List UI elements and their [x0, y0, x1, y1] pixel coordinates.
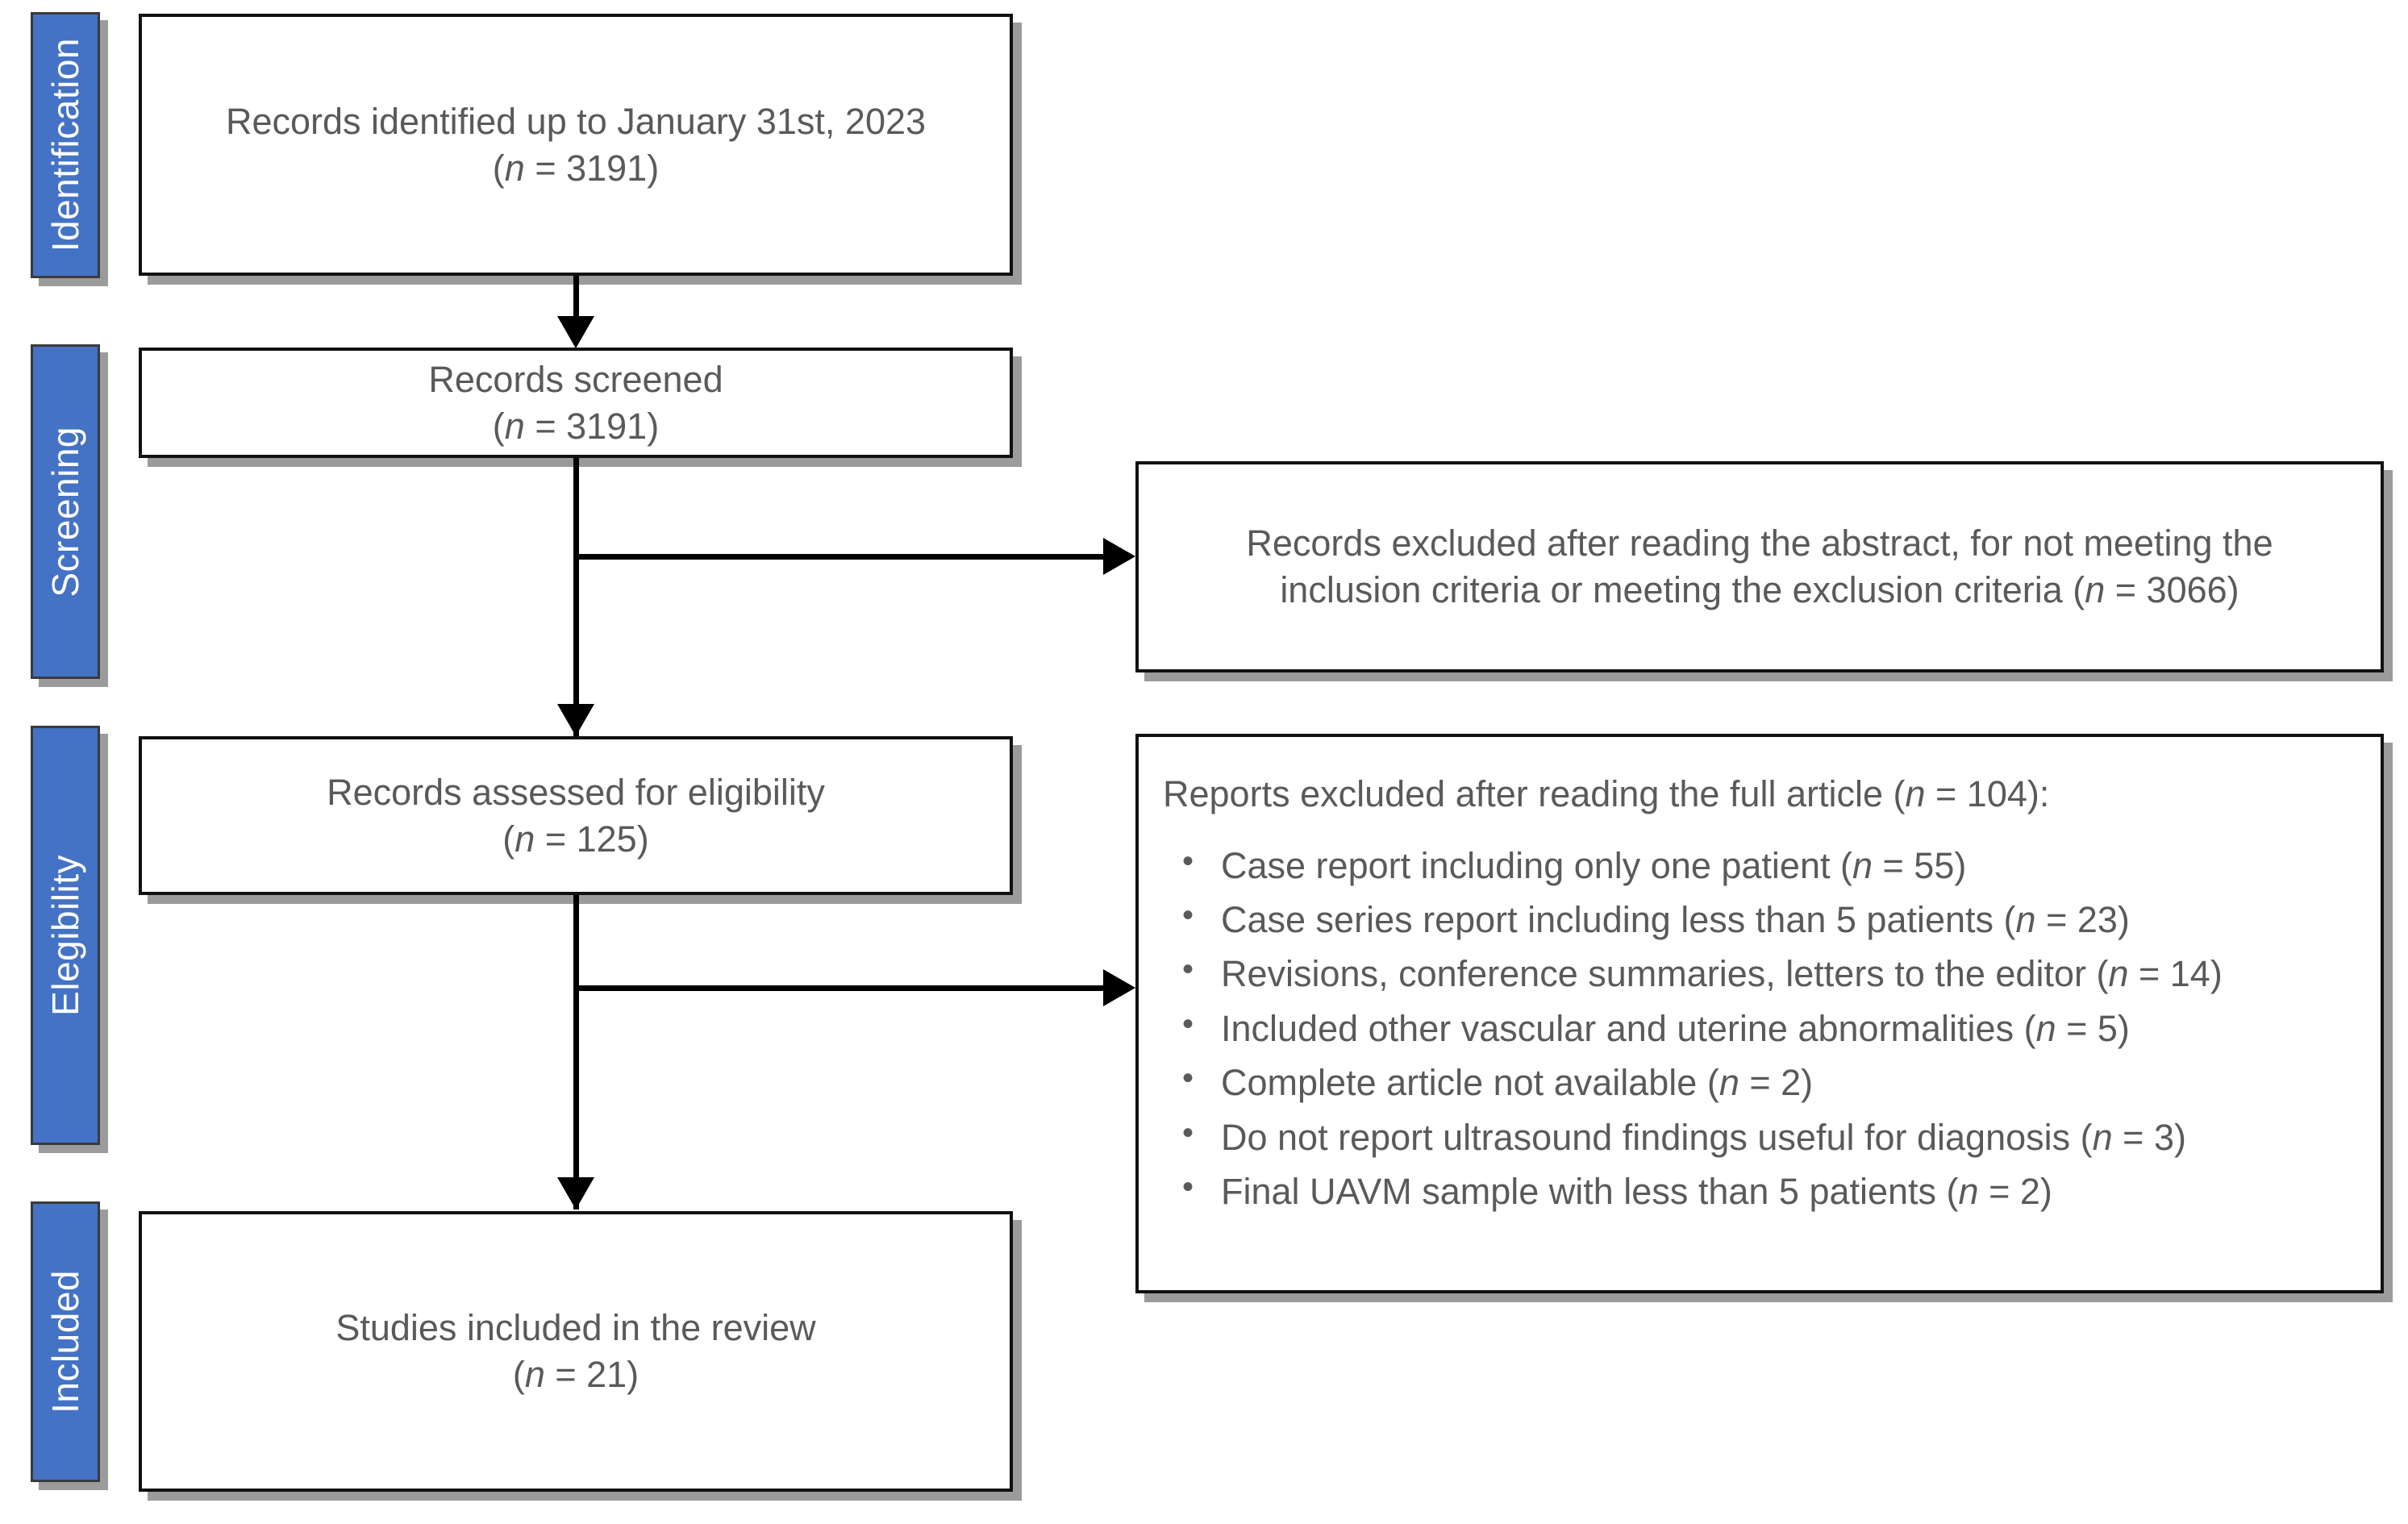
- box-studies-included: Studies included in the review (n = 21): [139, 1211, 1013, 1492]
- box-records-screened: Records screened (n = 3191): [139, 348, 1013, 458]
- box-records-identified-text: Records identified up to January 31st, 2…: [226, 98, 926, 191]
- connector-screened-to-assessed: [573, 458, 579, 736]
- box-records-excluded-abstract: Records excluded after reading the abstr…: [1135, 461, 2384, 672]
- box-studies-included-text: Studies included in the review (n = 21): [335, 1305, 815, 1397]
- box-records-assessed-text: Records assessed for eligibility (n = 12…: [327, 769, 825, 862]
- stage-label-screening: Screening: [44, 426, 86, 598]
- excluded-fulltext-reason-list: Case report including only one patient (…: [1163, 840, 2356, 1216]
- connector-screened-to-excluded-abstract: [573, 554, 1106, 560]
- stage-bar-eligibility: Elegibility: [31, 726, 100, 1145]
- records-identified-count: (n = 3191): [492, 147, 660, 189]
- arrowhead-screened-to-assessed: [557, 704, 594, 736]
- studies-included-count: (n = 21): [512, 1354, 639, 1395]
- excluded-abstract-line1: Records excluded after reading the abstr…: [1246, 523, 2273, 564]
- connector-assessed-to-excluded-fulltext: [573, 985, 1106, 991]
- list-item: Case series report including less than 5…: [1176, 894, 2356, 943]
- excluded-abstract-line2: inclusion criteria or meeting the exclus…: [1280, 569, 2239, 610]
- list-item: Complete article not available (n = 2): [1176, 1057, 2356, 1106]
- box-records-identified: Records identified up to January 31st, 2…: [139, 14, 1013, 276]
- records-identified-line1: Records identified up to January 31st, 2…: [225, 100, 927, 142]
- stage-label-identification: Identification: [44, 38, 86, 252]
- excluded-fulltext-heading: Reports excluded after reading the full …: [1163, 773, 2050, 814]
- stage-bar-included: Included: [31, 1201, 100, 1482]
- list-item: Do not report ultrasound findings useful…: [1176, 1112, 2356, 1161]
- connector-assessed-to-included: [573, 895, 579, 1210]
- stage-bar-identification: Identification: [31, 12, 100, 278]
- list-item: Included other vascular and uterine abno…: [1176, 1003, 2356, 1052]
- connector-identified-to-screened: [573, 276, 579, 324]
- stage-label-included: Included: [44, 1270, 86, 1414]
- arrowhead-assessed-to-included: [557, 1177, 594, 1210]
- box-reports-excluded-fulltext: Reports excluded after reading the full …: [1135, 734, 2384, 1293]
- stage-bar-screening: Screening: [31, 344, 100, 679]
- records-assessed-line1: Records assessed for eligibility: [327, 771, 825, 813]
- arrowhead-identified-to-screened: [557, 316, 594, 348]
- list-item: Final UAVM sample with less than 5 patie…: [1176, 1166, 2356, 1215]
- records-screened-count: (n = 3191): [492, 405, 660, 447]
- records-assessed-count: (n = 125): [502, 818, 649, 860]
- stage-label-eligibility: Elegibility: [44, 855, 86, 1016]
- studies-included-line1: Studies included in the review: [335, 1307, 816, 1349]
- box-records-screened-text: Records screened (n = 3191): [428, 356, 723, 449]
- arrowhead-screened-to-excluded-abstract: [1103, 538, 1135, 575]
- records-screened-line1: Records screened: [428, 358, 723, 400]
- list-item: Revisions, conference summaries, letters…: [1176, 948, 2356, 997]
- box-reports-excluded-fulltext-text: Reports excluded after reading the full …: [1163, 771, 2356, 1222]
- box-records-excluded-abstract-text: Records excluded after reading the abstr…: [1246, 520, 2273, 613]
- list-item: Case report including only one patient (…: [1176, 840, 2356, 889]
- box-records-assessed: Records assessed for eligibility (n = 12…: [139, 736, 1013, 895]
- arrowhead-assessed-to-excluded-fulltext: [1103, 969, 1135, 1006]
